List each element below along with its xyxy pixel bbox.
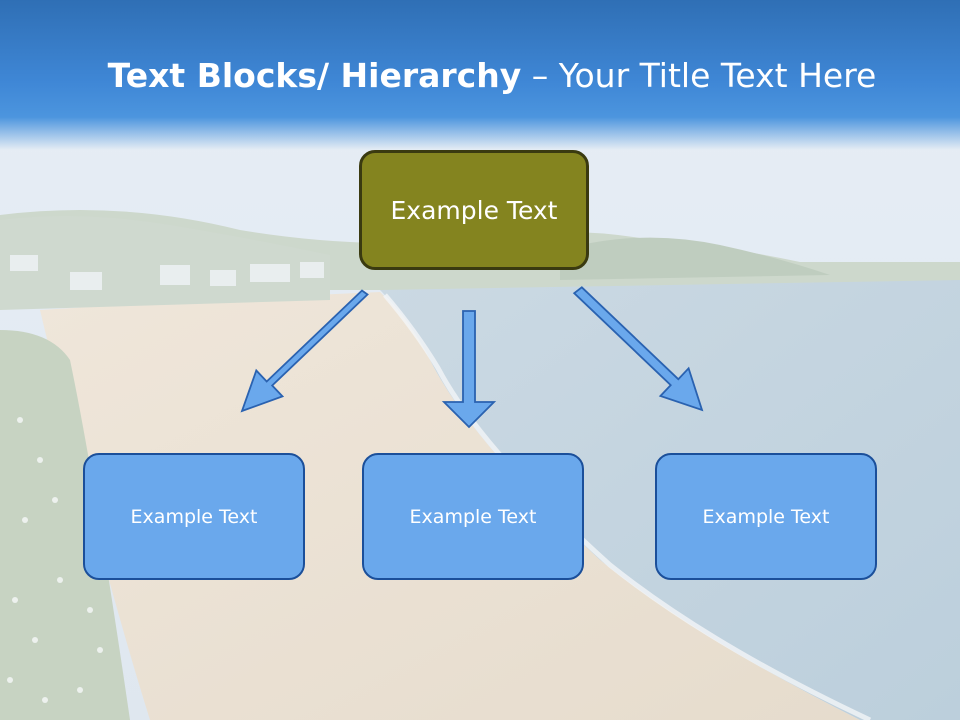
arrow-left xyxy=(240,289,369,413)
title-regular-text: – Your Title Text Here xyxy=(521,56,877,95)
child-node-center: Example Text xyxy=(362,453,584,580)
child-node-right: Example Text xyxy=(655,453,877,580)
title-bar xyxy=(0,0,960,150)
child-node-label: Example Text xyxy=(702,505,830,528)
top-node-label: Example Text xyxy=(390,195,558,225)
arrow-right xyxy=(572,286,704,412)
child-node-label: Example Text xyxy=(409,505,537,528)
top-node: Example Text xyxy=(359,150,589,270)
slide-title: Text Blocks/ Hierarchy – Your Title Text… xyxy=(0,52,960,100)
child-node-left: Example Text xyxy=(83,453,305,580)
arrow-center xyxy=(441,310,497,429)
title-bold-text: Text Blocks/ Hierarchy xyxy=(107,56,522,95)
child-node-label: Example Text xyxy=(130,505,258,528)
